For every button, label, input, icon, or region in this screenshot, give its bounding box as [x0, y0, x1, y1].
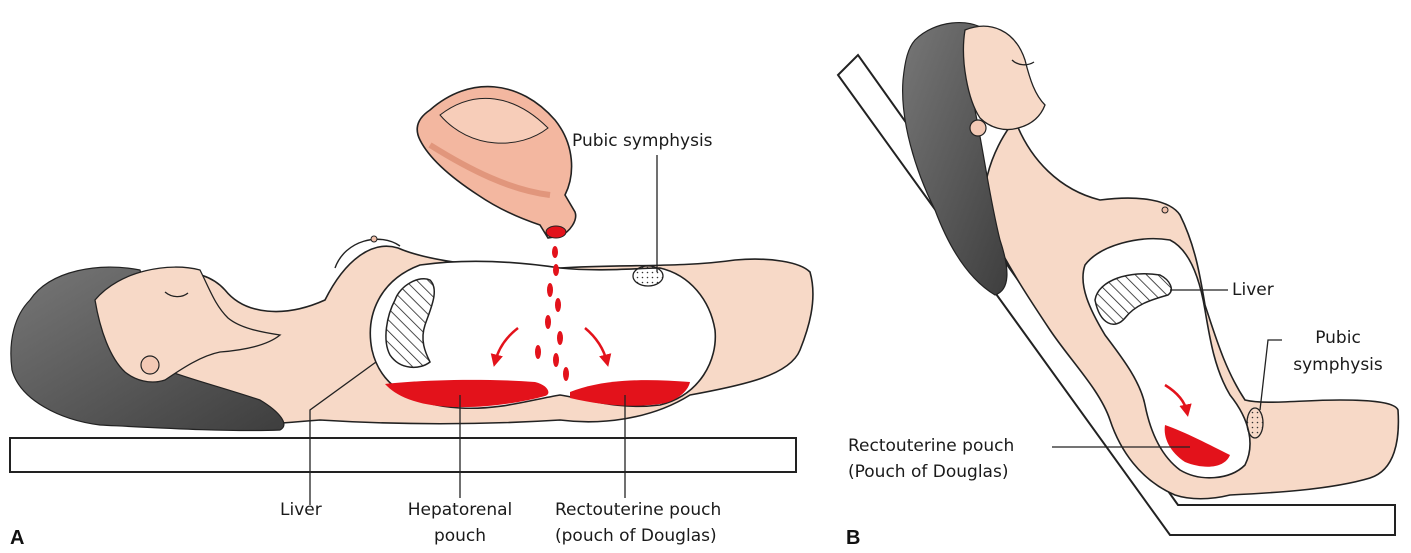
label-pubic-symphysis-a: Pubic symphysis: [572, 131, 713, 152]
leader-pubic-b: [1260, 340, 1282, 410]
panel-letter-a: A: [10, 527, 24, 550]
panel-letter-b: B: [846, 527, 860, 550]
nipple-b: [1162, 207, 1168, 213]
label-pubic-line2-b: symphysis: [1283, 355, 1393, 376]
bottle-a: [417, 87, 575, 238]
label-rectouterine-line2-a: (pouch of Douglas): [555, 526, 717, 547]
label-pubic-line1-b: Pubic: [1283, 328, 1393, 349]
label-liver-b: Liver: [1232, 280, 1274, 301]
label-hepatorenal-line2-a: pouch: [396, 526, 524, 547]
label-hepatorenal-line1-a: Hepatorenal: [396, 500, 524, 521]
label-liver-a: Liver: [280, 500, 322, 521]
table-a: [10, 438, 796, 472]
label-rectouterine-line1-b: Rectouterine pouch: [848, 436, 1014, 457]
ear-a: [141, 356, 159, 374]
ear-b: [970, 120, 986, 136]
pubic-symphysis-a: [633, 266, 663, 286]
label-rectouterine-line1-a: Rectouterine pouch: [555, 500, 721, 521]
label-rectouterine-line2-b: (Pouch of Douglas): [848, 462, 1008, 483]
nipple-a: [371, 236, 377, 242]
pubic-symphysis-b: [1247, 408, 1263, 438]
panel-b: [838, 23, 1398, 535]
